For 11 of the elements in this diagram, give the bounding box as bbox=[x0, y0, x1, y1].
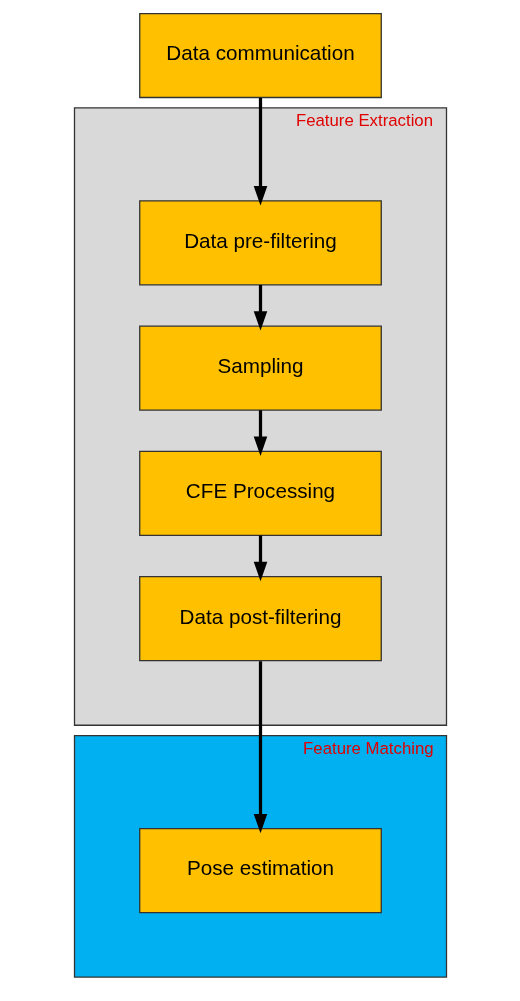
arrow bbox=[253, 661, 267, 834]
node-box: CFE Processing bbox=[138, 450, 382, 537]
node-box: Data pre-filtering bbox=[138, 200, 382, 286]
arrow bbox=[253, 284, 267, 331]
arrow bbox=[253, 535, 267, 582]
node-box: Pose estimation bbox=[138, 827, 382, 914]
node-box: Data post-filtering bbox=[138, 576, 382, 662]
node-box: Sampling bbox=[138, 325, 382, 411]
arrow bbox=[253, 410, 267, 456]
arrow bbox=[253, 97, 267, 206]
node-box: Data communication bbox=[138, 12, 382, 99]
